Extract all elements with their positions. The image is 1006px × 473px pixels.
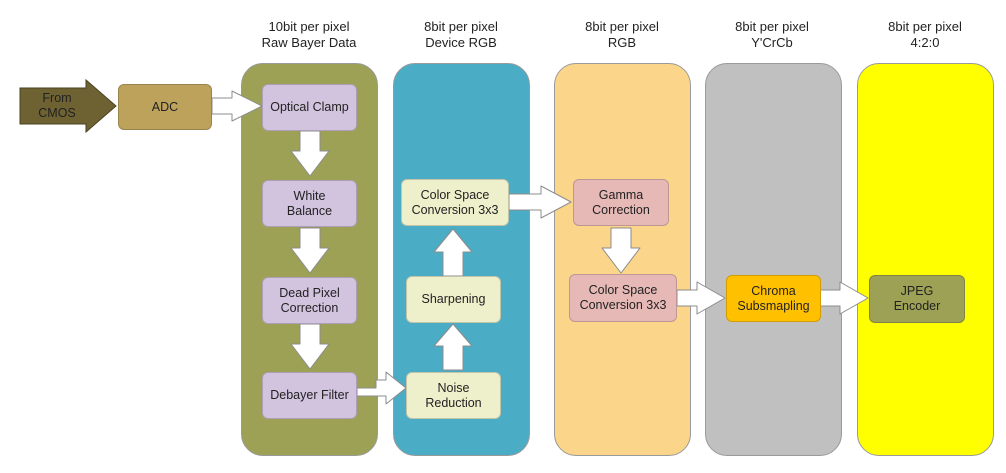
adc-block: ADC: [118, 84, 212, 130]
dead-pixel-correction-block: Dead Pixel Correction: [262, 277, 357, 324]
column-header-420: 8bit per pixel 4:2:0: [850, 19, 1000, 51]
arrow-adc-to-optical-clamp: [211, 90, 263, 122]
column-header-ycrcb-line1: 8bit per pixel: [735, 19, 809, 34]
arrow-clamp-to-white-balance: [290, 130, 330, 177]
gamma-correction-block: Gamma Correction: [573, 179, 669, 226]
chroma-subsampling-block: Chroma Subsmapling: [726, 275, 821, 322]
input-arrow: [19, 78, 117, 134]
optical-clamp-block: Optical Clamp: [262, 84, 357, 131]
arrow-debayer-to-noise-reduction: [356, 371, 407, 405]
column-header-420-line1: 8bit per pixel: [888, 19, 962, 34]
noise-reduction-block: Noise Reduction: [406, 372, 501, 419]
from-cmos-label: From CMOS: [38, 91, 76, 120]
column-header-rgb-line1: 8bit per pixel: [585, 19, 659, 34]
arrow-gamma-to-csc-rgb: [601, 227, 641, 274]
sharpening-block: Sharpening: [406, 276, 501, 323]
column-header-ycrcb-line2: Y'CrCb: [751, 35, 793, 50]
column-header-device-rgb: 8bit per pixel Device RGB: [386, 19, 536, 51]
arrow-noise-to-sharpening: [433, 323, 473, 371]
color-space-conversion-rgb-block: Color Space Conversion 3x3: [569, 274, 677, 322]
arrow-dead-pixel-to-debayer: [290, 323, 330, 370]
column-header-ycrcb: 8bit per pixel Y'CrCb: [697, 19, 847, 51]
arrow-white-balance-to-dead-pixel: [290, 227, 330, 274]
column-header-raw-line2: Raw Bayer Data: [261, 35, 357, 50]
arrow-csc-to-gamma: [508, 185, 572, 219]
column-header-device-rgb-line1: 8bit per pixel: [424, 19, 498, 34]
column-header-device-rgb-line2: Device RGB: [425, 35, 497, 50]
color-space-conversion-device-block: Color Space Conversion 3x3: [401, 179, 509, 226]
debayer-filter-block: Debayer Filter: [262, 372, 357, 419]
ycrcb-column: [705, 63, 842, 456]
column-header-raw-line1: 10bit per pixel: [268, 19, 350, 34]
white-balance-block: White Balance: [262, 180, 357, 227]
jpeg-encoder-block: JPEG Encoder: [869, 275, 965, 323]
jpeg-420-column: [857, 63, 994, 456]
column-header-rgb: 8bit per pixel RGB: [547, 19, 697, 51]
column-header-raw: 10bit per pixel Raw Bayer Data: [234, 19, 384, 51]
arrow-csc-rgb-to-chroma: [676, 281, 726, 315]
column-header-rgb-line2: RGB: [607, 35, 637, 50]
arrow-sharpening-to-csc: [433, 228, 473, 277]
arrow-chroma-to-jpeg: [819, 281, 869, 315]
column-header-420-line2: 4:2:0: [910, 35, 940, 50]
